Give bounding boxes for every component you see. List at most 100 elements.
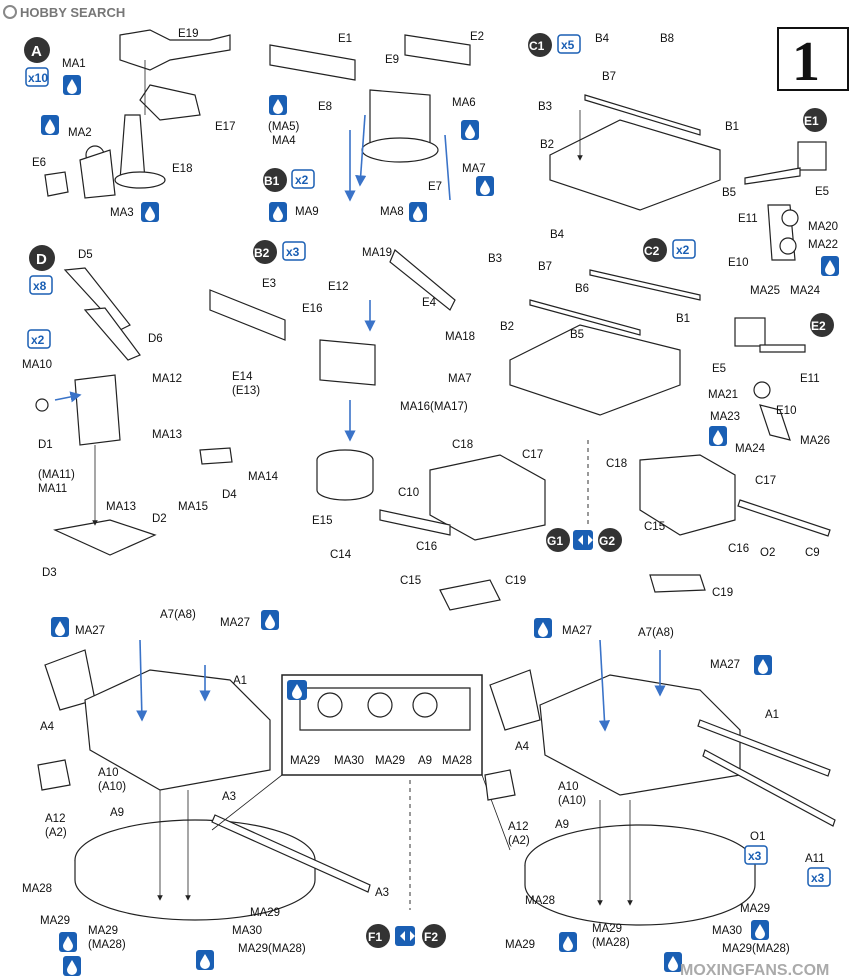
- label-MA16: MA16(MA17): [400, 401, 468, 413]
- label-A3-top: A3: [222, 791, 236, 803]
- label-A10-left: A10: [98, 767, 118, 779]
- label-A10-paren-left: (A10): [98, 781, 126, 793]
- label-B3-top: B3: [538, 101, 552, 113]
- turret-right-diagram: MA27 A7(A8) MA27 A1 A4 A10 (A10) A12 (A2…: [484, 618, 836, 972]
- label-D2: D2: [152, 513, 167, 525]
- section-a-diagram: A x10 E19 MA1 E17 MA2 E18 E6 MA3: [24, 28, 235, 222]
- label-MA28-left: MA28: [22, 883, 52, 895]
- label-MA27-tr: MA27: [220, 617, 250, 629]
- watermark-text: HOBBY SEARCH: [20, 5, 125, 20]
- label-MA6: MA6: [452, 97, 476, 109]
- label-MA4: MA4: [272, 135, 296, 147]
- label-MA24-e2: MA24: [735, 443, 766, 455]
- label-A1-right: A1: [765, 709, 779, 721]
- label-E18: E18: [172, 163, 192, 175]
- label-B3-mid: B3: [488, 253, 502, 265]
- label-MA13-a: MA13: [152, 429, 182, 441]
- watermark-bottom: MOXINGFANS.COM: [680, 962, 829, 979]
- label-B2-mid: B2: [500, 321, 514, 333]
- label-B6: B6: [575, 283, 589, 295]
- label-E8: E8: [318, 101, 332, 113]
- label-MA10: MA10: [22, 359, 52, 371]
- label-E17: E17: [215, 121, 235, 133]
- label-E9: E9: [385, 54, 399, 66]
- label-A10-right: A10: [558, 781, 578, 793]
- label-MA28-paren-right: (MA28): [592, 937, 630, 949]
- label-C10: C10: [398, 487, 419, 499]
- label-B8: B8: [660, 33, 674, 45]
- label-MA14: MA14: [248, 471, 279, 483]
- g-swap-marker: G1 G2: [546, 528, 622, 552]
- label-MA22: MA22: [808, 239, 838, 251]
- label-MA18: MA18: [445, 331, 475, 343]
- label-E19: E19: [178, 28, 198, 40]
- section-d-diagram: D x8 x2 D5 D6 MA10 MA12 D1 MA13 MA13 MA1…: [22, 245, 279, 579]
- section-b2-multiplier: x3: [286, 245, 300, 259]
- section-g1-badge: G1: [547, 534, 563, 548]
- label-B5-top: B5: [722, 187, 736, 199]
- label-MA23: MA23: [710, 411, 740, 423]
- label-B4-top: B4: [595, 33, 610, 45]
- label-MA8: MA8: [380, 206, 404, 218]
- section-e1-diagram: E1 E5 E11 MA20 MA22 E10 MA25 MA24: [728, 108, 839, 297]
- turret-left-diagram: MA27 A7(A8) MA27 A1 A4 A3 A10 (A10) A12 …: [22, 609, 389, 976]
- label-A9-left: A9: [110, 807, 124, 819]
- label-MA11-paren: (MA11): [38, 469, 75, 481]
- label-C19-right: C19: [712, 587, 733, 599]
- label-MA29-right-a: MA29: [740, 903, 770, 915]
- label-inset-MA29-a: MA29: [290, 755, 320, 767]
- label-E14: E14: [232, 371, 253, 383]
- section-c2-diagram: C2 x2 B4 B3 B7 B6 B1 B2 B5: [488, 229, 701, 416]
- label-MA29-left-a: MA29: [40, 915, 70, 927]
- section-c1-badge: C1: [529, 39, 545, 53]
- label-MA2: MA2: [68, 127, 92, 139]
- label-MA26: MA26: [800, 435, 830, 447]
- o1-multiplier: x3: [748, 849, 762, 863]
- label-inset-MA29-b: MA29: [375, 755, 405, 767]
- label-MA20: MA20: [808, 221, 838, 233]
- label-A11: A11: [805, 853, 825, 865]
- label-inset-MA28: MA28: [442, 755, 472, 767]
- label-B7-mid: B7: [538, 261, 552, 273]
- label-C16-left: C16: [416, 541, 437, 553]
- label-E16: E16: [302, 303, 322, 315]
- label-D5: D5: [78, 249, 93, 261]
- label-B7-top: B7: [602, 71, 616, 83]
- label-B5-mid: B5: [570, 329, 584, 341]
- label-O1: O1: [750, 831, 765, 843]
- label-E1: E1: [338, 33, 352, 45]
- label-C19-left: C19: [505, 575, 526, 587]
- label-MA28-paren-left: (MA28): [88, 939, 126, 951]
- label-MA19: MA19: [362, 247, 392, 259]
- label-A7-left: A7(A8): [160, 609, 196, 621]
- section-c2-badge: C2: [644, 244, 660, 258]
- label-E15: E15: [312, 515, 332, 527]
- label-C18-right: C18: [606, 458, 627, 470]
- section-b2-diagram: B2 x3 MA19 E3 E12 E4 E16 MA18 E14 (E13) …: [209, 240, 475, 527]
- label-MA13-b: MA13: [106, 501, 136, 513]
- label-MA29-left-c: MA29: [88, 925, 118, 937]
- section-g2-badge: G2: [599, 534, 615, 548]
- label-MA1: MA1: [62, 58, 86, 70]
- label-E5-e1: E5: [815, 186, 829, 198]
- section-e2-badge: E2: [811, 319, 826, 333]
- label-MA29-MA28-right: MA29(MA28): [722, 943, 790, 955]
- section-g1-diagram: C18 C17 C10 C14 C16 C15 C19: [330, 439, 546, 611]
- label-MA11: MA11: [38, 483, 67, 495]
- label-A4-left: A4: [40, 721, 55, 733]
- label-A2-right: (A2): [508, 835, 530, 847]
- label-MA7-top: MA7: [462, 163, 486, 175]
- label-A4-right: A4: [515, 741, 530, 753]
- label-MA21: MA21: [708, 389, 738, 401]
- label-A12-left: A12: [45, 813, 65, 825]
- label-A7-right: A7(A8): [638, 627, 674, 639]
- label-MA28-right: MA28: [525, 895, 555, 907]
- label-E10-e1: E10: [728, 257, 748, 269]
- label-E5-e2: E5: [712, 363, 726, 375]
- section-c1-multiplier: x5: [561, 38, 575, 52]
- watermark-logo: HOBBY SEARCH: [3, 5, 125, 20]
- section-d-badge: D: [36, 251, 47, 268]
- label-E13: (E13): [232, 385, 260, 397]
- label-B4-mid: B4: [550, 229, 565, 241]
- label-MA12: MA12: [152, 373, 182, 385]
